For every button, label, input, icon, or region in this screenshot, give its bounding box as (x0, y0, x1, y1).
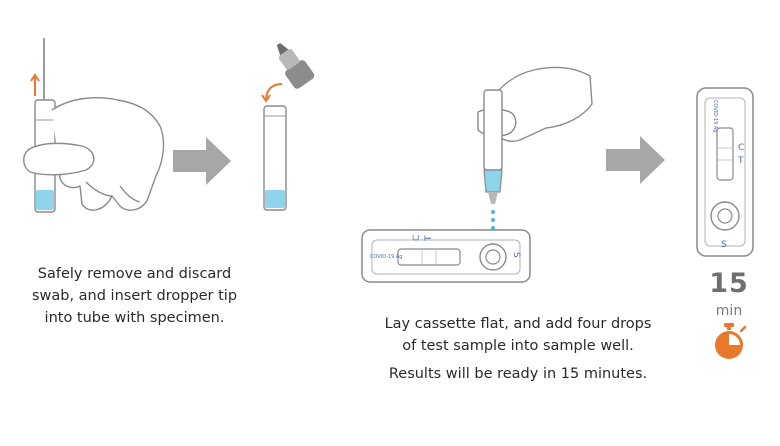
vertical-s-label: S (721, 240, 727, 250)
step1-caption-line: into tube with specimen. (44, 310, 225, 326)
step1b-illustration (261, 43, 315, 211)
step1-caption-line: swab, and insert dropper tip (31, 288, 238, 304)
vertical-brand-label: COVID-19 Ag (712, 100, 718, 132)
cassette-s-label: S (511, 252, 521, 258)
timer-value: 15 (709, 268, 749, 299)
test-cassette-horizontal (361, 229, 531, 283)
pull-up-arrow-icon (30, 73, 40, 96)
cassette-brand-label: COVID-19 Ag (370, 254, 402, 260)
cassette-c-label: C (412, 235, 422, 241)
insert-dropper-arrow-icon (261, 83, 283, 103)
results-note: Results will be ready in 15 minutes. (388, 366, 648, 382)
step2-illustration: C T S COVID-19 Ag (361, 66, 593, 283)
test-cassette-vertical (696, 87, 754, 257)
drops-icon (491, 210, 495, 230)
dropper-tube (483, 89, 503, 204)
dropper-cap (276, 43, 315, 89)
step1-caption: Safely remove and discard swab, and inse… (22, 263, 247, 329)
step2-caption-line: of test sample into sample well. (402, 338, 634, 354)
timer-unit: min (715, 303, 743, 319)
step2-caption-line: Lay cassette flat, and add four drops (384, 316, 652, 332)
specimen-tube-open (263, 105, 287, 211)
stopwatch-icon (715, 323, 747, 359)
vertical-c-label: C (738, 143, 744, 153)
cassette-t-label: T (424, 235, 434, 242)
step1-caption-line: Safely remove and discard (37, 266, 232, 282)
next-step-arrow-2-icon (606, 136, 665, 184)
step1-illustration (23, 38, 165, 213)
hand-holding-tube (23, 97, 165, 211)
next-step-arrow-icon (173, 137, 231, 185)
vertical-t-label: T (737, 156, 744, 166)
step2-caption: Lay cassette flat, and add four drops of… (368, 313, 668, 385)
